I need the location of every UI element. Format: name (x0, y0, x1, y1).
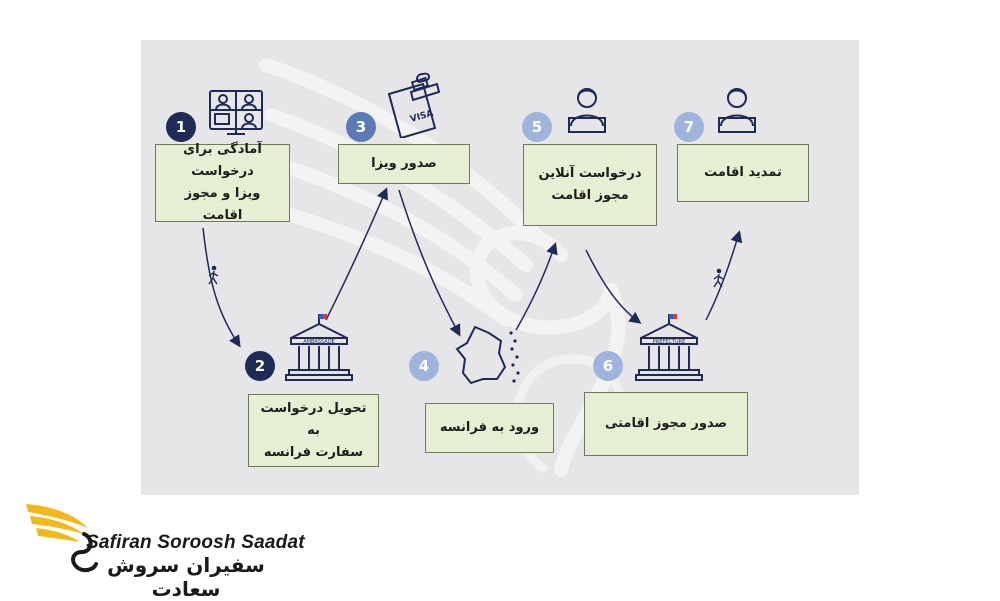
step-5-label: درخواست آنلاین مجوز اقامت (538, 166, 642, 203)
person-laptop-icon-2 (718, 88, 756, 133)
step-5-box: درخواست آنلاین مجوز اقامت (523, 144, 657, 226)
step-2-label: تحویل درخواست به سفارت فرانسه (260, 400, 367, 460)
step-6-box: صدور مجوز اقامتی (584, 392, 748, 456)
visa-stamp-icon: VISA (387, 72, 441, 138)
arrow-2-to-3 (325, 187, 388, 321)
step-2-box: تحویل درخواست به سفارت فرانسه (248, 394, 379, 467)
step-3-number: 3 (346, 112, 376, 142)
step-2-number: 2 (245, 351, 275, 381)
step-7-box: تمدید اقامت (677, 144, 809, 202)
arrow-4-to-5 (515, 242, 558, 331)
watermark-logo-icon (259, 58, 627, 477)
visa-text: VISA (409, 109, 435, 125)
step-4-number: 4 (409, 351, 439, 381)
step-5-number: 5 (522, 112, 552, 142)
walking-person-icon (208, 265, 219, 285)
arrow-5-to-6 (585, 249, 642, 324)
video-call-icon (209, 90, 263, 135)
arrow-6-to-7 (705, 230, 743, 321)
step-4-label: ورود به فرانسه (439, 420, 540, 435)
person-laptop-icon (568, 88, 606, 133)
diagram-panel: 1 آمادگی برای درخواست ویزا و مجوز اقامت … (141, 40, 859, 495)
step-4-box: ورود به فرانسه (425, 403, 554, 453)
step-1-number: 1 (166, 112, 196, 142)
logo-english-text: Safiran Soroosh Saadat (86, 532, 305, 553)
walking-person-icon-2 (713, 268, 724, 288)
step-6-label: صدور مجوز اقامتی (604, 416, 728, 431)
prefecture-text: PRÉFECTURE (653, 337, 686, 345)
prefecture-building-icon: PRÉFECTURE (635, 314, 703, 381)
embassy-building-icon: AMBASSADE (285, 314, 353, 381)
step-7-number: 7 (674, 112, 704, 142)
flow-arrows (202, 187, 743, 348)
france-map-icon (455, 325, 520, 385)
step-1-box: آمادگی برای درخواست ویزا و مجوز اقامت (155, 142, 290, 223)
step-3-label: صدور ویزا (371, 156, 437, 171)
step-3-box: صدور ویزا (338, 144, 470, 184)
logo-persian-text: سفیران سروش سعادت (107, 553, 265, 601)
step-6-number: 6 (593, 351, 623, 381)
golden-wing-swan-logo-icon (26, 504, 98, 573)
arrow-3-to-4 (398, 189, 461, 337)
step-7-label: تمدید اقامت (704, 165, 782, 180)
arrow-1-to-2 (202, 227, 241, 348)
step-1-label: آمادگی برای درخواست ویزا و مجوز اقامت (183, 142, 262, 223)
ambassade-text: AMBASSADE (303, 339, 334, 345)
